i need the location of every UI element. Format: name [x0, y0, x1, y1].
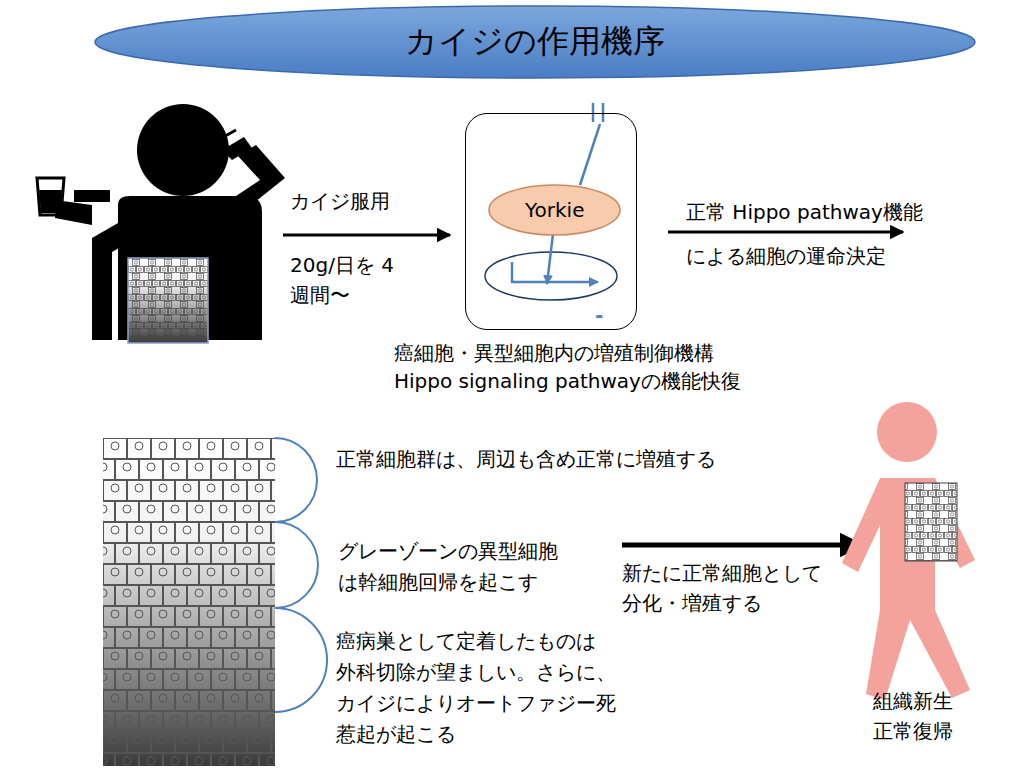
- gray-zone-note: グレーゾーンの異型細胞 は幹細胞回帰を起こす: [338, 536, 574, 598]
- dose-amount: 20g/日を 4週間〜: [290, 250, 402, 310]
- renewal-arrow: [622, 543, 862, 548]
- renewal-label: 新たに正常細胞として 分化・増殖する: [622, 558, 838, 618]
- dose-label: カイジ服用: [290, 188, 440, 215]
- outcome-arrow: [668, 231, 903, 234]
- inhibit-sign: -: [595, 302, 615, 329]
- title-text: カイジの作用機序: [405, 20, 665, 63]
- title-ellipse: [95, 6, 975, 78]
- person-recovered: [842, 402, 975, 700]
- person-drinking: [37, 104, 285, 343]
- cancer-note: 癌病巣として定着したものは 外科切除が望ましい。さらに、 カイジによりオートファ…: [336, 626, 619, 750]
- tissue-grid: [103, 438, 275, 766]
- brackets: [275, 438, 327, 712]
- recovery-label: 組織新生 正常復帰: [873, 686, 963, 746]
- yorkie-ellipse: Yorkie: [488, 184, 621, 236]
- intake-arrow: [283, 234, 450, 237]
- outcome-label: 正常 Hippo pathway機能 による細胞の運命決定: [686, 190, 931, 278]
- node-label: Yorkie: [525, 197, 584, 224]
- pathway-caption: 癌細胞・異型細胞内の増殖制御機構 Hippo signaling pathway…: [394, 339, 776, 395]
- pathway-box: 癌細胞・異型細胞内の増殖制御機構 Hippo signaling pathway…: [465, 113, 637, 330]
- normal-cells-note: 正常細胞群は、周辺も含め正常に増殖する: [336, 446, 816, 473]
